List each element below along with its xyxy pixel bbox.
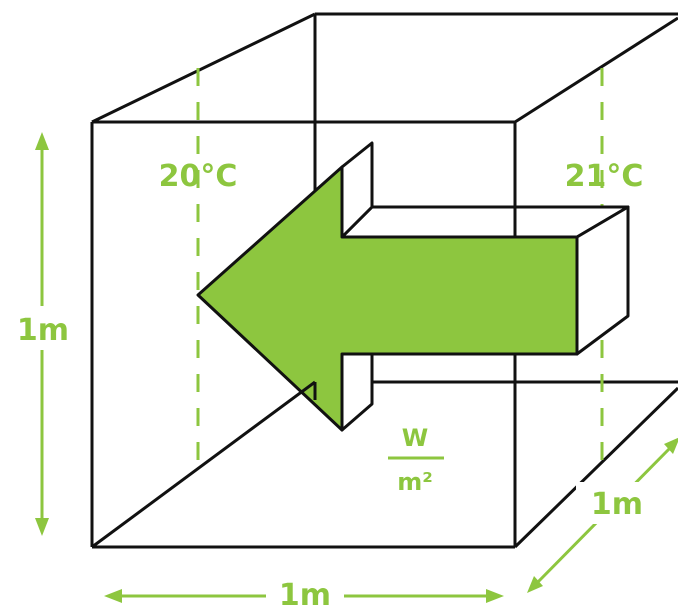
- cube-edge-top-left-connector: [91, 12, 316, 124]
- heat-flow-arrow-icon: [196, 141, 630, 432]
- depth-label-bg: [576, 482, 658, 524]
- temperature-left-label: 20°C: [159, 159, 238, 194]
- width-arrowhead-left: [104, 589, 122, 603]
- height-label-bg: [14, 306, 72, 350]
- cube-back-edges: [91, 12, 678, 549]
- height-dimension-label: 1m: [17, 313, 69, 348]
- unit-fraction: W m²: [388, 424, 444, 496]
- dimension-arrowheads: [35, 132, 678, 603]
- width-dimension-label: 1m: [279, 578, 331, 607]
- depth-arrowhead-bottom: [527, 576, 543, 593]
- cube-edge-top-right-connector: [514, 16, 678, 124]
- temperature-right-label: 21°C: [565, 159, 644, 194]
- arrow-front-face: [196, 165, 579, 432]
- unit-denominator: m²: [397, 468, 433, 496]
- depth-dimension-label: 1m: [591, 487, 643, 522]
- width-arrowhead-right: [486, 589, 504, 603]
- depth-arrowhead-top: [664, 437, 678, 454]
- label-backgrounds: [14, 306, 658, 607]
- cube-edge-bottom-right-connector: [513, 386, 678, 549]
- unit-numerator: W: [402, 424, 428, 452]
- width-label-bg: [266, 576, 344, 607]
- floor-diagonal-edge: [91, 380, 316, 549]
- arrow-head-lower-side: [340, 352, 374, 432]
- height-arrowhead-top: [35, 132, 49, 150]
- cube-front-face: [90, 120, 517, 549]
- height-arrowhead-bottom: [35, 518, 49, 536]
